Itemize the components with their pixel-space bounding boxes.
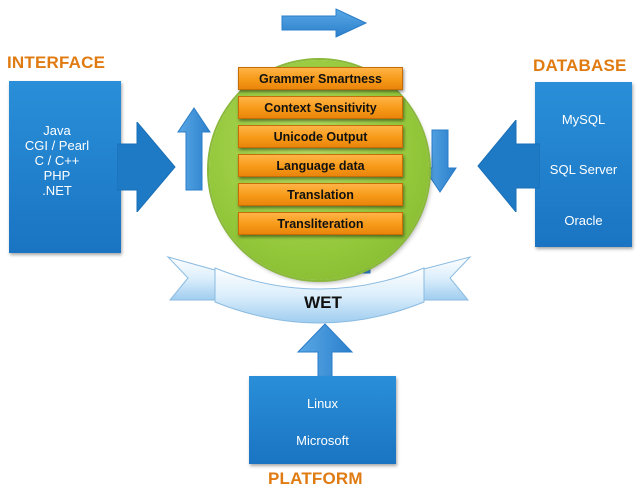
interface-item-c: C / C++ [34, 153, 80, 168]
left-up-arrow [177, 107, 211, 191]
database-item-mysql: MySQL [561, 112, 606, 127]
interface-item-cgi: CGI / Pearl [24, 138, 90, 153]
core-item-language-data: Language data [238, 154, 403, 177]
platform-up-arrow [296, 323, 354, 379]
core-item-grammer-smartness: Grammer Smartness [238, 67, 403, 90]
database-item-sqlserver: SQL Server [549, 162, 618, 177]
interface-arrow [117, 122, 176, 212]
core-item-context-sensitivity: Context Sensitivity [238, 96, 403, 119]
interface-title: INTERFACE [7, 53, 106, 72]
top-right-arrow [281, 8, 368, 38]
interface-item-php: PHP [43, 168, 71, 183]
platform-box [249, 376, 396, 464]
interface-box [9, 81, 121, 253]
database-arrow [477, 120, 540, 212]
interface-item-java: Java [43, 123, 71, 138]
wet-label: WET [304, 293, 342, 312]
core-item-translation: Translation [238, 183, 403, 206]
core-item-transliteration: Transliteration [238, 212, 403, 235]
interface-item-net: .NET [42, 183, 72, 198]
platform-title: PLATFORM [268, 469, 363, 488]
right-down-arrow [423, 129, 457, 193]
platform-item-microsoft: Microsoft [296, 433, 349, 448]
platform-item-linux: Linux [306, 396, 339, 411]
database-box [535, 82, 632, 247]
database-title: DATABASE [533, 56, 627, 75]
wet-banner [166, 256, 472, 324]
database-item-oracle: Oracle [564, 213, 603, 228]
core-item-unicode-output: Unicode Output [238, 125, 403, 148]
interface-items: Java CGI / Pearl C / C++ PHP .NET [9, 123, 105, 198]
